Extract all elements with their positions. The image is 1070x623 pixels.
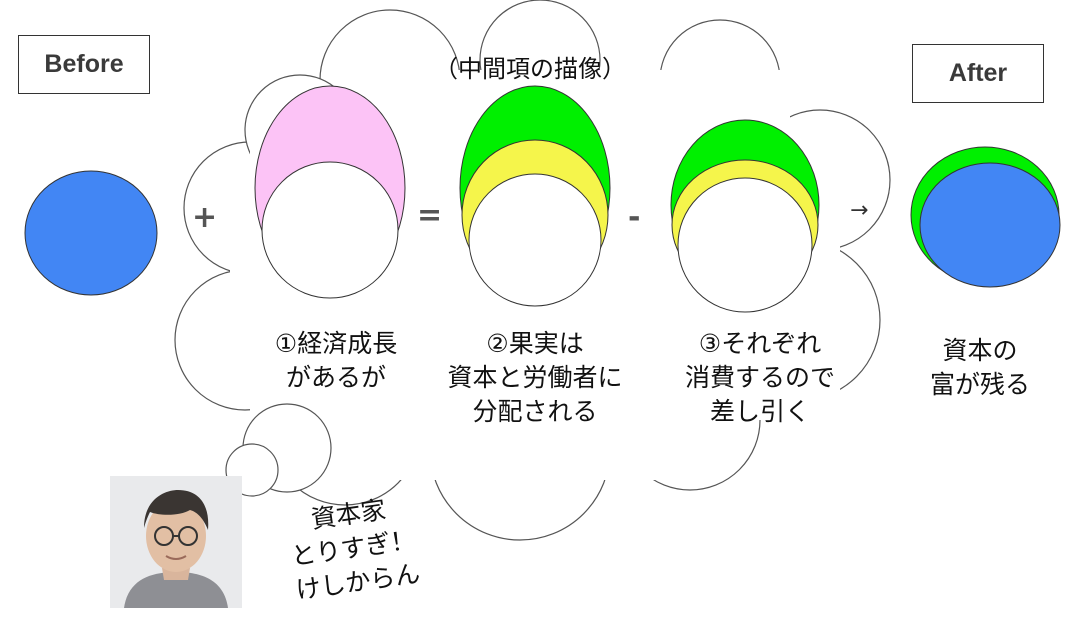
consumption-shape <box>670 119 820 313</box>
step-3-line: 差し引く <box>709 397 810 426</box>
step-2-line: 資本と労働者に <box>447 363 623 392</box>
step-2-caption: ②果実は 資本と労働者に 分配される <box>420 327 650 429</box>
before-capital-circle <box>24 170 158 296</box>
worker-avatar <box>110 476 242 608</box>
right-arrow-icon: → <box>850 198 869 223</box>
after-caption-line: 資本の <box>942 336 1018 365</box>
minus-operator: - <box>628 200 641 235</box>
step-3-line: 消費するので <box>684 363 835 392</box>
before-label: Before <box>18 35 150 94</box>
after-caption: 資本の 富が残る <box>910 334 1050 402</box>
middle-title: （中間項の描像） <box>434 55 626 83</box>
growth-shape <box>254 85 406 299</box>
step-1-line: ①経済成長 <box>274 329 398 358</box>
step-1-line: があるが <box>285 363 386 392</box>
distribution-shape <box>459 85 611 307</box>
step-3-line: ③それぞれ <box>698 329 822 358</box>
step-2-line: ②果実は <box>486 329 584 358</box>
step-1-caption: ①経済成長 があるが <box>246 327 426 395</box>
after-caption-line: 富が残る <box>929 370 1030 399</box>
equals-operator: = <box>417 198 443 233</box>
step-2-line: 分配される <box>472 397 598 426</box>
step-3-caption: ③それぞれ 消費するので 差し引く <box>660 327 860 429</box>
after-wealth-shape <box>910 146 1061 288</box>
plus-operator: + <box>192 200 218 235</box>
after-label: After <box>912 44 1044 103</box>
